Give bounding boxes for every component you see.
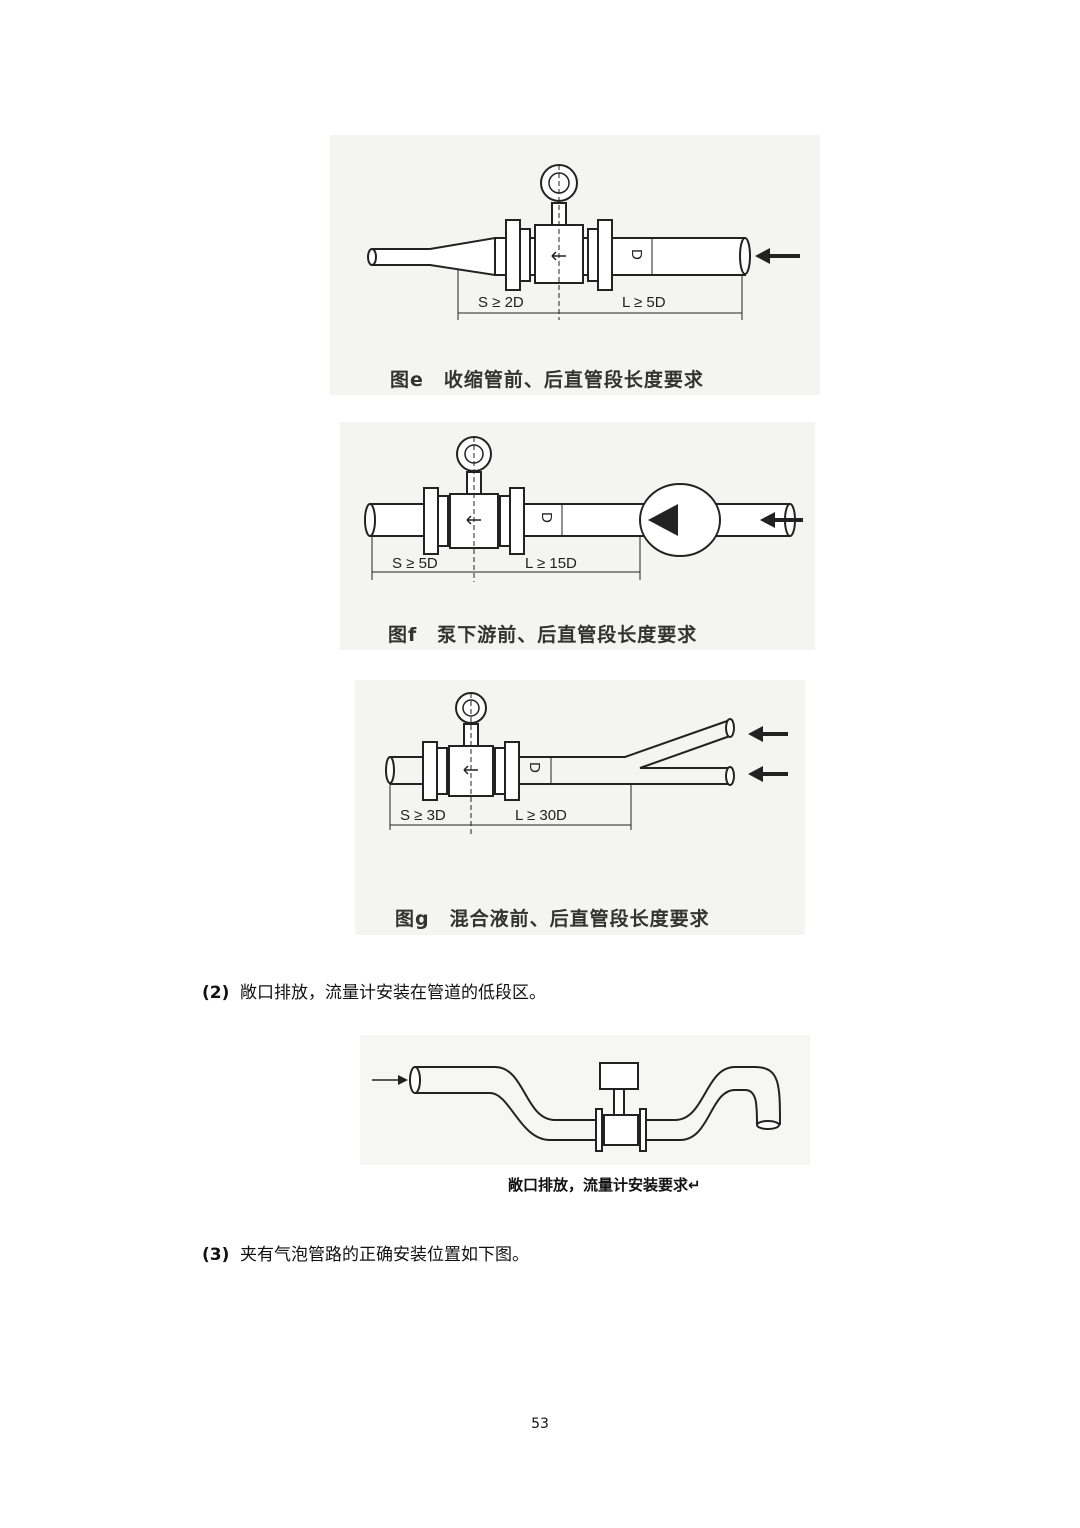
paragraph-3: (3) 夹有气泡管路的正确安装位置如下图。 <box>202 1240 529 1265</box>
figure-f-dimension-labels: S ≥ 5D L ≥ 15D <box>392 555 577 572</box>
figure-f-diagram: D <box>364 436 803 582</box>
figure-f-caption: 图f 泵下游前、后直管段长度要求 <box>388 624 698 646</box>
paragraph-3-text: 夹有气泡管路的正确安装位置如下图。 <box>240 1245 529 1265</box>
paragraph-2-text: 敞口排放，流量计安装在管道的低段区。 <box>240 983 546 1003</box>
svg-text:D: D <box>538 512 555 523</box>
figure-g-diagram: D <box>385 692 788 835</box>
open-discharge-figure <box>360 1035 810 1165</box>
figure-f: D S ≥ 5D L ≥ 15D 图f 泵下游前、后直管段长度要求 <box>340 422 815 650</box>
figure-e-dimension-labels: S ≥ 2D L ≥ 5D <box>478 294 666 311</box>
open-discharge-diagram <box>372 1062 781 1152</box>
figure-f-upstream-label: S ≥ 5D <box>392 555 438 572</box>
paragraph-3-number: (3) <box>202 1245 230 1265</box>
open-discharge-caption: 敞口排放，流量计安装要求↵ <box>508 1176 701 1194</box>
figure-g-caption: 图g 混合液前、后直管段长度要求 <box>395 908 710 930</box>
page-number: 53 <box>531 1416 549 1432</box>
figure-e-downstream-label: L ≥ 5D <box>622 294 666 311</box>
figure-e-upstream-label: S ≥ 2D <box>478 294 524 311</box>
figure-e-diagram: D <box>367 164 800 320</box>
paragraph-2: (2) 敞口排放，流量计安装在管道的低段区。 <box>202 978 546 1003</box>
svg-text:D: D <box>628 249 645 260</box>
figure-g-upstream-label: S ≥ 3D <box>400 807 446 824</box>
figure-e: D S ≥ 2D L ≥ 5D 图e 收缩管前、后直管段长度要求 <box>330 135 820 395</box>
paragraph-2-number: (2) <box>202 983 230 1003</box>
figure-g-dimension-labels: S ≥ 3D L ≥ 30D <box>400 807 567 824</box>
figure-g: D S ≥ 3D L ≥ 30D 图g 混合液前、后直管段长度要求 <box>355 680 805 935</box>
figure-f-downstream-label: L ≥ 15D <box>525 555 577 572</box>
figure-e-caption: 图e 收缩管前、后直管段长度要求 <box>390 369 704 391</box>
svg-text:D: D <box>526 762 543 773</box>
figure-g-downstream-label: L ≥ 30D <box>515 807 567 824</box>
